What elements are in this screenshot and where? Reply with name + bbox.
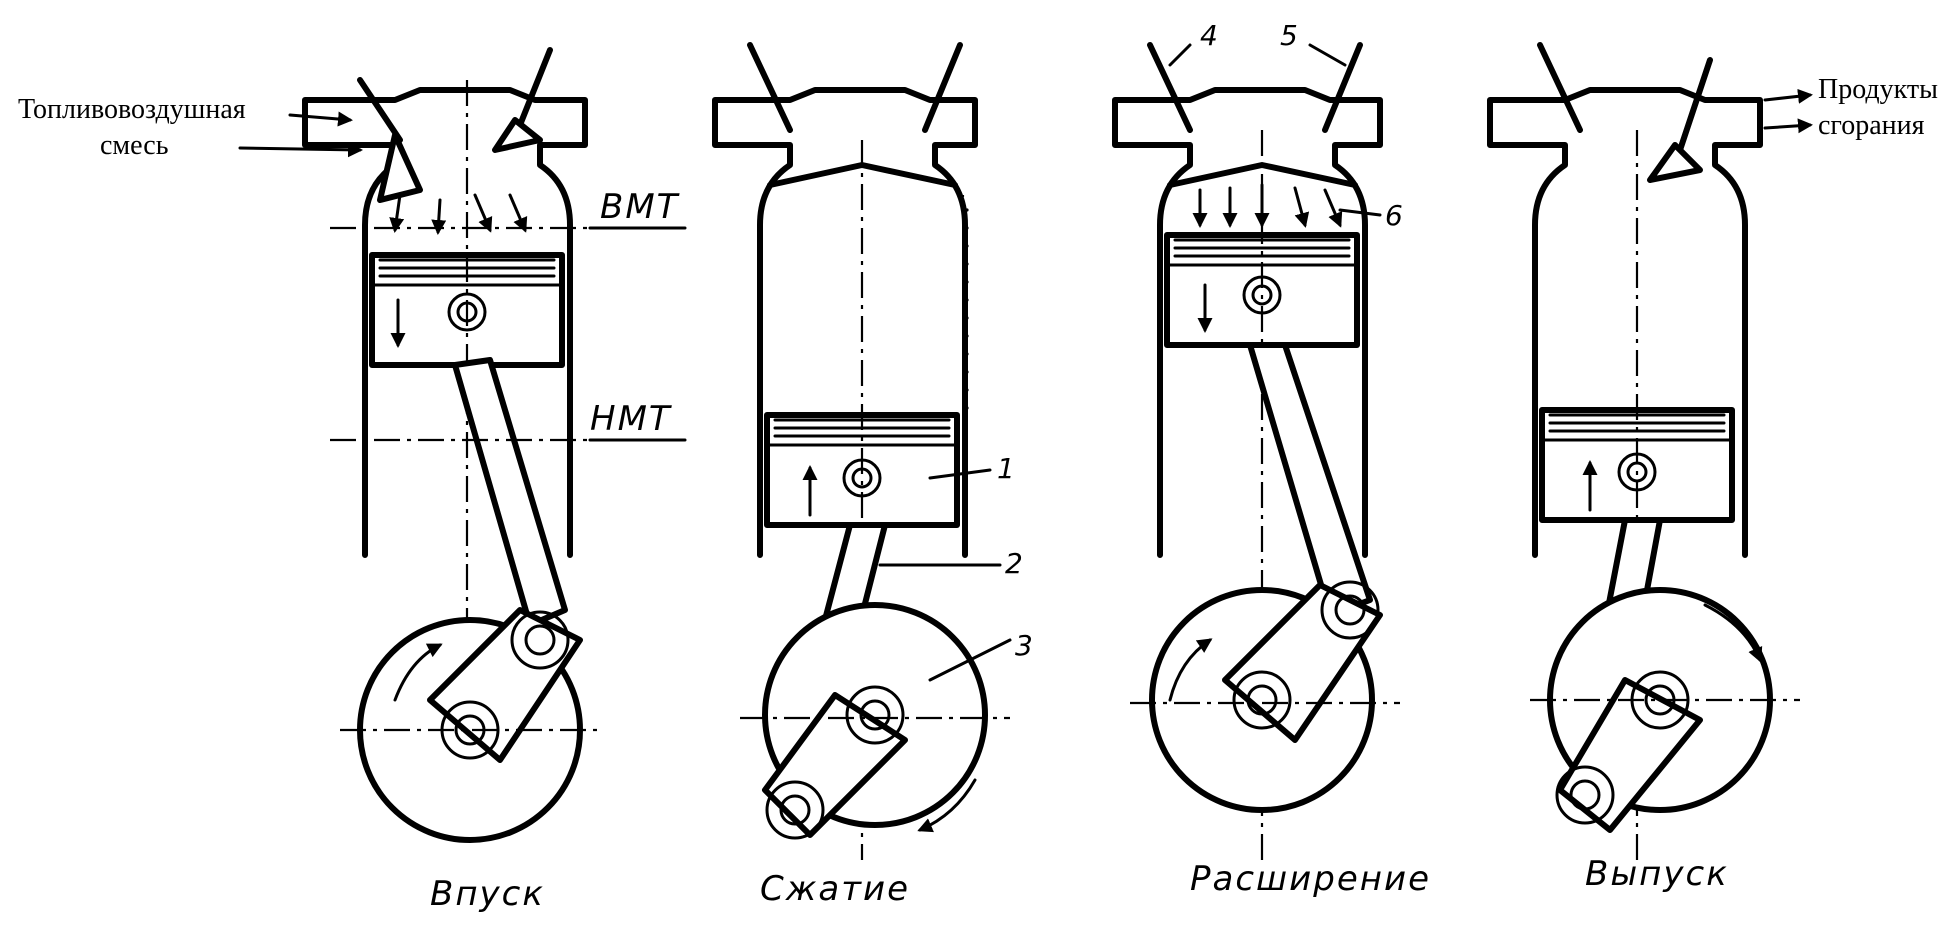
- fuel-mixture-label-line2: смесь: [100, 130, 168, 161]
- cylinder-compression: [712, 42, 1010, 860]
- cylinder-intake: [238, 47, 600, 843]
- exhaust-products-label-line2: сгорания: [1818, 110, 1925, 141]
- stroke-caption-power: Расширение: [1190, 859, 1431, 899]
- callout-3: 3: [1015, 629, 1033, 662]
- fuel-mixture-label-line1: Топливовоздушная: [18, 94, 246, 125]
- callout-1: 1: [997, 452, 1015, 485]
- tdc-label: ВМТ: [600, 187, 680, 227]
- callout-2: 2: [1005, 547, 1023, 580]
- cylinder-exhaust: [1487, 42, 1813, 860]
- stroke-caption-intake: Впуск: [430, 874, 545, 914]
- stroke-caption-exhaust: Выпуск: [1585, 854, 1729, 894]
- cylinder-power: [1112, 42, 1400, 860]
- callout-6: 6: [1385, 199, 1403, 232]
- bdc-label: НМТ: [590, 399, 672, 439]
- callout-4: 4: [1200, 19, 1218, 52]
- exhaust-products-label-line1: Продукты: [1818, 74, 1938, 105]
- callout-5: 5: [1280, 19, 1298, 52]
- stroke-caption-compression: Сжатие: [760, 869, 910, 909]
